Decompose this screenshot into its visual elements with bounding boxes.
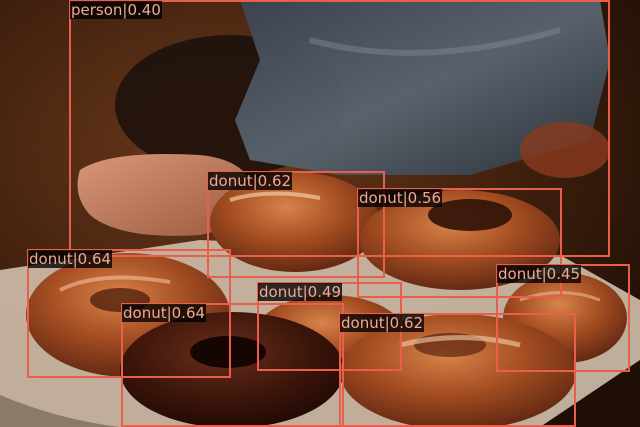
glaze-highlight <box>399 335 521 348</box>
glaze-highlight <box>229 191 321 202</box>
detection-box-donut: donut|0.64 <box>121 303 344 427</box>
jeans-fold <box>309 27 561 56</box>
detection-box-donut: donut|0.62 <box>339 313 576 427</box>
detection-label: donut|0.56 <box>358 189 443 207</box>
detection-label: donut|0.45 <box>497 265 582 283</box>
detection-label: donut|0.49 <box>258 283 343 301</box>
donut-chocolate <box>120 312 344 427</box>
detection-box-donut: donut|0.49 <box>257 282 402 371</box>
glaze-highlight <box>59 275 171 292</box>
detection-label: donut|0.62 <box>340 314 425 332</box>
donut-back-right-hole <box>428 199 512 231</box>
plate-edge <box>0 395 120 427</box>
detection-box-donut: donut|0.64 <box>27 249 231 378</box>
right-foot <box>520 122 610 178</box>
detection-label: donut|0.62 <box>208 172 293 190</box>
donut-chocolate-hole <box>190 336 266 368</box>
detection-label: person|0.40 <box>70 1 162 19</box>
detection-box-donut: donut|0.56 <box>357 188 562 298</box>
detection-box-person: person|0.40 <box>69 0 610 257</box>
detection-box-donut: donut|0.45 <box>496 264 630 372</box>
detection-label: donut|0.64 <box>122 304 207 322</box>
detection-box-donut: donut|0.62 <box>207 171 385 278</box>
detection-label: donut|0.64 <box>28 250 113 268</box>
